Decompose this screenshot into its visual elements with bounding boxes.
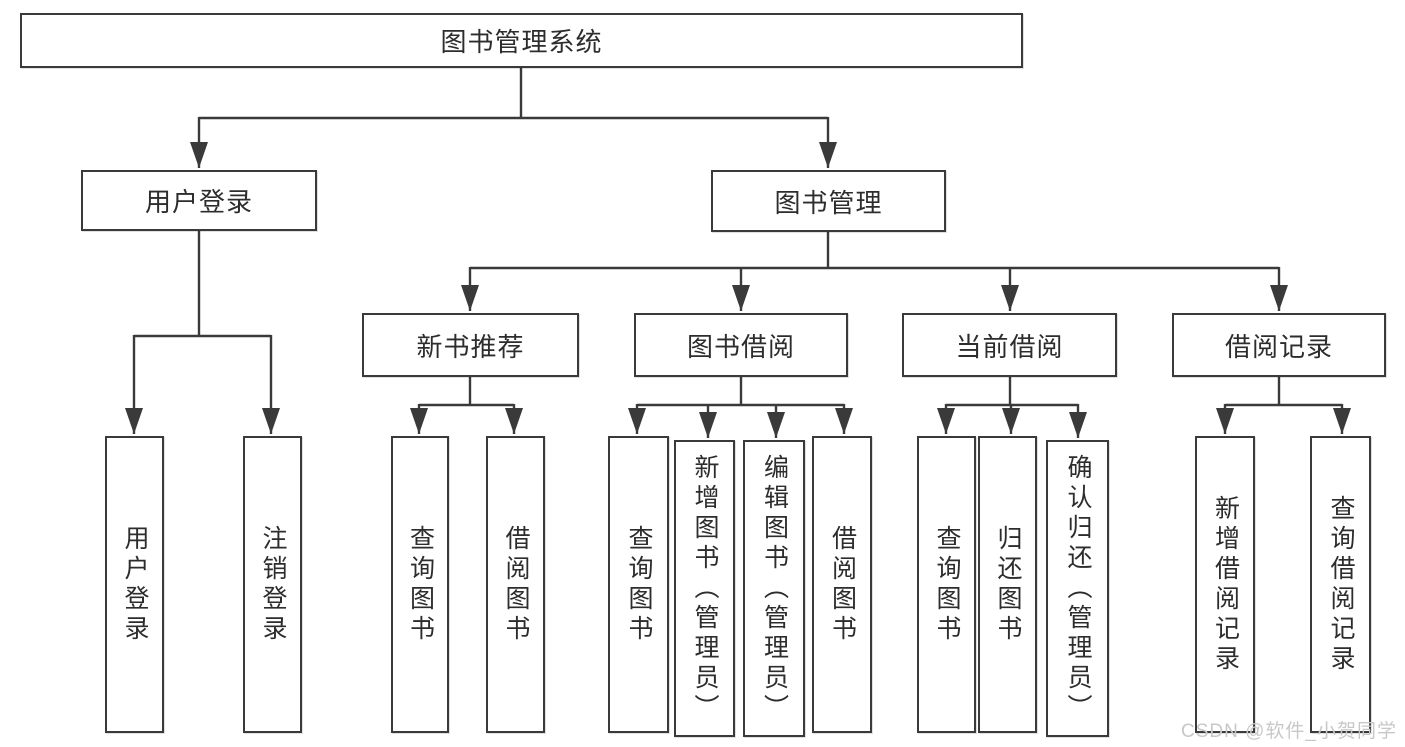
node-book-borrow: 图书借阅 — [634, 313, 848, 377]
node-records-add-record: 新增借阅记录 — [1195, 436, 1255, 733]
node-book-management: 图书管理 — [711, 170, 946, 232]
node-label: 借阅记录 — [1224, 331, 1333, 362]
node-label: 图书管理系统 — [440, 27, 603, 57]
csdn-watermark: CSDN @软件_小贺同学 — [1181, 721, 1397, 742]
node-label: 新增图书（管理员） — [691, 453, 719, 724]
node-label: 确认归还（管理员） — [1064, 453, 1092, 724]
node-label: 图书管理 — [774, 187, 883, 218]
node-borrow-borrow-books: 借阅图书 — [812, 436, 872, 733]
node-current-confirm-return-admin: 确认归还（管理员） — [1046, 440, 1109, 737]
node-user-login-group: 用户登录 — [81, 170, 317, 231]
node-current-borrow: 当前借阅 — [902, 313, 1117, 377]
node-logout: 注销登录 — [243, 436, 302, 733]
node-label: 查询图书 — [933, 524, 961, 645]
node-label: 新书推荐 — [416, 331, 525, 362]
node-new-book-recommend: 新书推荐 — [362, 313, 579, 377]
node-current-return-books: 归还图书 — [978, 436, 1037, 733]
node-recommend-query-books: 查询图书 — [391, 436, 449, 733]
node-borrow-add-books-admin: 新增图书（管理员） — [674, 440, 735, 737]
node-recommend-borrow-books: 借阅图书 — [486, 436, 545, 733]
node-borrow-records: 借阅记录 — [1172, 313, 1386, 377]
node-user-login: 用户登录 — [105, 436, 164, 733]
node-label: 归还图书 — [994, 524, 1022, 645]
node-label: 图书借阅 — [686, 331, 795, 362]
node-label: 用户登录 — [144, 187, 253, 217]
node-label: 借阅图书 — [828, 524, 857, 645]
node-root-library-system: 图书管理系统 — [20, 13, 1023, 68]
node-label: 编辑图书（管理员） — [760, 453, 789, 724]
node-label: 新增借阅记录 — [1211, 494, 1240, 675]
node-label: 当前借阅 — [955, 331, 1064, 362]
node-records-query-record: 查询借阅记录 — [1310, 436, 1371, 733]
node-label: 查询借阅记录 — [1327, 494, 1355, 675]
node-label: 借阅图书 — [502, 524, 530, 645]
node-label: 查询图书 — [406, 524, 435, 645]
node-label: 查询图书 — [625, 524, 653, 645]
node-current-query-books: 查询图书 — [917, 436, 976, 733]
node-label: 注销登录 — [259, 524, 287, 645]
node-borrow-edit-books-admin: 编辑图书（管理员） — [743, 440, 805, 737]
node-borrow-query-books: 查询图书 — [608, 436, 669, 733]
node-label: 用户登录 — [121, 524, 149, 645]
